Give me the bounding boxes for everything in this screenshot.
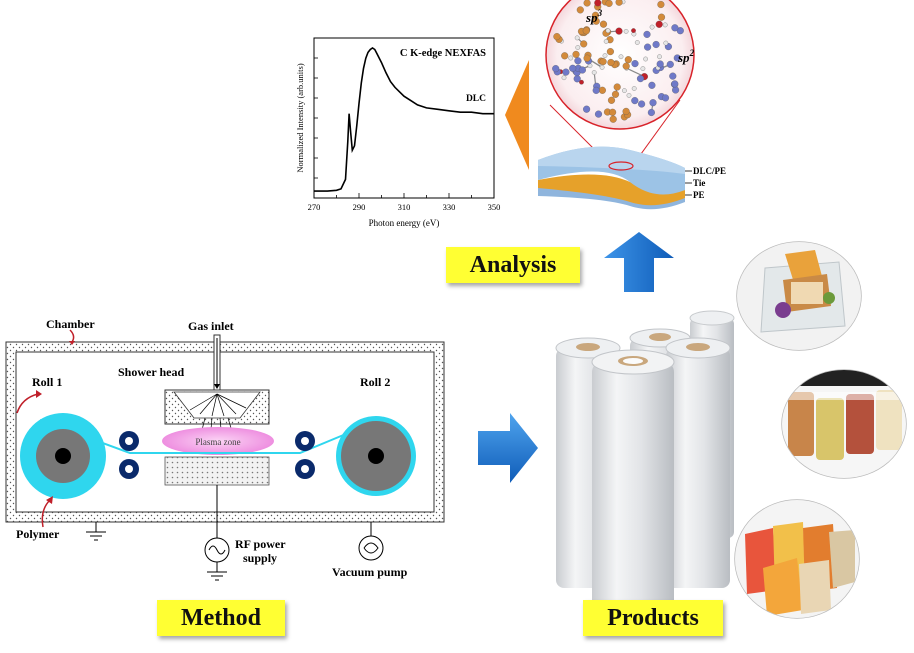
vacuum-pump-icon <box>358 535 384 561</box>
polymer-label: Polymer <box>16 527 60 541</box>
x-tick-label: 330 <box>443 202 456 212</box>
chamber-label: Chamber <box>46 317 95 331</box>
chart-title: C K-edge NEXFAS <box>400 48 486 59</box>
blue-up-arrow <box>604 232 674 292</box>
plasma-zone <box>162 427 274 455</box>
sp3-label: sp3 <box>585 8 603 25</box>
film-rolls-image <box>555 310 735 610</box>
gas-inlet-label: Gas inlet <box>188 319 234 333</box>
molecule-atoms <box>552 0 684 123</box>
products-label: Products <box>583 600 723 636</box>
product-photo-food-pouches <box>734 499 860 619</box>
nexafs-chart: Normalized Intensity (arb.units) C K-edg… <box>295 37 501 228</box>
product-photo-sandwich-bag <box>736 241 862 351</box>
zoom-spot <box>608 161 634 171</box>
x-tick-label: 290 <box>353 202 366 212</box>
rf-ground-icon <box>207 571 227 581</box>
layer-label-dlc-pe: DLC/PE <box>693 166 726 176</box>
layer-label-tie: Tie <box>693 178 705 188</box>
sp2-label: sp2 <box>677 48 695 65</box>
blue-right-arrow <box>478 413 538 483</box>
x-tick-label: 350 <box>488 202 501 212</box>
molecule-layer-illustration: sp3 sp2 DLC/PE Tie PE <box>538 0 726 210</box>
x-tick-label: 310 <box>398 202 411 212</box>
analysis-label: Analysis <box>446 247 580 283</box>
shower-head-label: Shower head <box>118 365 184 379</box>
chamber-ground-icon <box>86 522 106 541</box>
series-label-dlc: DLC <box>466 94 486 104</box>
product-photo-nuts-bags <box>781 369 907 479</box>
x-tick-label: 270 <box>308 202 321 212</box>
method-chamber-diagram: Chamber Gas inlet Shower head Plasma zon… <box>5 317 445 581</box>
roll2-label: Roll 2 <box>360 375 390 389</box>
x-ticks <box>313 193 495 198</box>
x-tick-labels: 270 290 310 330 350 <box>308 202 501 212</box>
vacuum-pump-label: Vacuum pump <box>332 565 408 579</box>
orange-left-arrow <box>505 60 529 170</box>
dlc-series-line <box>314 47 494 192</box>
plasma-zone-label: Plasma zone <box>195 437 240 447</box>
layer-tie <box>538 174 685 206</box>
y-ticks <box>314 57 318 179</box>
plot-frame <box>313 37 495 199</box>
method-label: Method <box>157 600 285 636</box>
roll1-label: Roll 1 <box>32 375 62 389</box>
rf-label-line2: supply <box>243 551 277 565</box>
layer-label-pe: PE <box>693 190 705 200</box>
y-axis-label: Normalized Intensity (arb.units) <box>295 63 305 172</box>
x-axis-label: Photon energy (eV) <box>369 218 440 228</box>
rf-label-line1: RF power <box>235 537 286 551</box>
